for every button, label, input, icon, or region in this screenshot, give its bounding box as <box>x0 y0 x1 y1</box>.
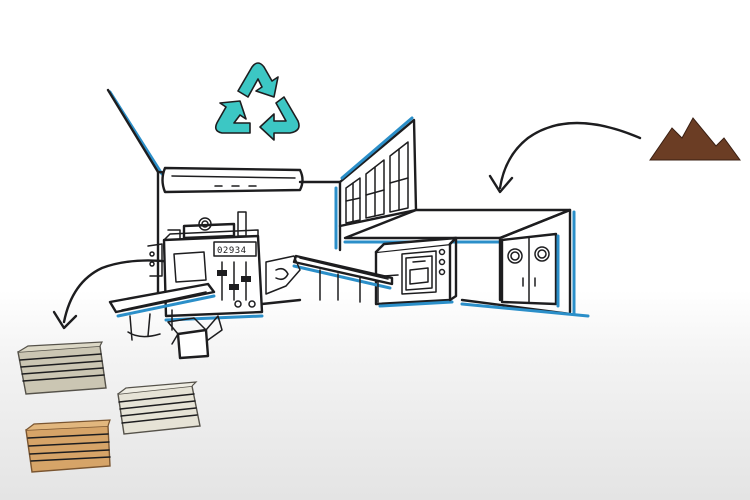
slider-controls <box>217 261 251 301</box>
material-stack-gray <box>17 341 107 395</box>
conveyor-belt <box>108 282 216 341</box>
mountain-icon <box>649 117 741 161</box>
double-door <box>500 232 560 308</box>
recycle-icon <box>214 62 300 141</box>
material-stack-light <box>117 381 201 435</box>
window <box>345 141 409 224</box>
material-stack-wood <box>25 419 111 473</box>
cardboard-box <box>167 315 223 360</box>
counter-display: 02934 <box>217 246 247 256</box>
press-machine <box>374 236 458 308</box>
arrow-icon <box>488 121 642 194</box>
